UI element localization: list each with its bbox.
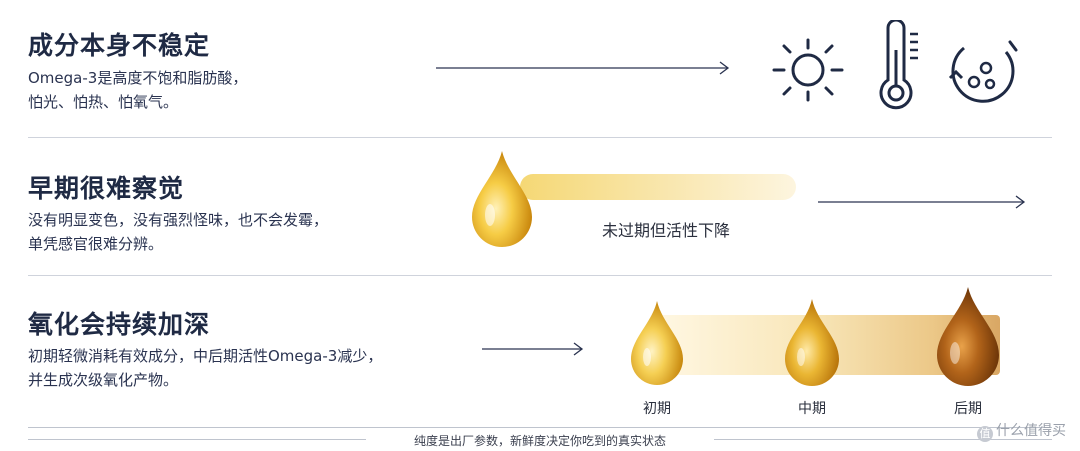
section-desc-line2: 单凭感官很难分辨。 bbox=[28, 235, 164, 253]
site-watermark: 值什么值得买 bbox=[977, 420, 1066, 442]
section-unstable: 成分本身不稳定 Omega-3是高度不饱和脂肪酸， 怕光、怕热、怕氧气。 bbox=[0, 0, 1080, 137]
stage-label-early: 初期 bbox=[643, 401, 671, 417]
section-desc-line1: 初期轻微消耗有效成分，中后期活性Omega-3减少， bbox=[28, 347, 383, 365]
section-oxidation: 氧化会持续加深 初期轻微消耗有效成分，中后期活性Omega-3减少， 并生成次级… bbox=[0, 275, 1080, 425]
stage-label-late: 后期 bbox=[954, 401, 982, 417]
watermark-badge: 值 bbox=[977, 426, 993, 442]
section-desc-line1: Omega-3是高度不饱和脂肪酸， bbox=[28, 69, 248, 87]
bar-label: 未过期但活性下降 bbox=[602, 221, 731, 240]
arrow-right-icon bbox=[436, 61, 732, 75]
oil-drop-mid-icon bbox=[782, 297, 842, 393]
section-divider bbox=[28, 275, 1052, 276]
oil-drop-early-icon bbox=[628, 299, 686, 393]
section-title: 成分本身不稳定 bbox=[28, 31, 211, 60]
section-hard-to-notice: 早期很难察觉 没有明显变色，没有强烈怪味，也不会发霉， 单凭感官很难分辨。 未过… bbox=[0, 137, 1080, 275]
oil-drop-late-icon bbox=[934, 285, 1002, 393]
section-title: 氧化会持续加深 bbox=[28, 310, 211, 339]
arrow-right-icon bbox=[482, 342, 586, 356]
stage-label-mid: 中期 bbox=[798, 401, 826, 417]
section-desc-line1: 没有明显变色，没有强烈怪味，也不会发霉， bbox=[28, 211, 329, 229]
thermometer-icon bbox=[872, 18, 924, 120]
section-desc-line2: 怕光、怕热、怕氧气。 bbox=[28, 93, 179, 111]
footer-divider-right bbox=[714, 439, 1052, 440]
arrow-right-icon bbox=[818, 195, 1028, 209]
watermark-text: 什么值得买 bbox=[996, 423, 1066, 439]
footer-note: 纯度是出厂参数，新鲜度决定你吃到的真实状态 bbox=[413, 434, 666, 448]
section-title: 早期很难察觉 bbox=[28, 174, 185, 203]
footer-divider-top bbox=[28, 427, 1052, 428]
oil-drop-icon bbox=[468, 149, 536, 255]
oxygen-bubbles-icon bbox=[944, 38, 1024, 114]
footer-divider-left bbox=[28, 439, 366, 440]
section-divider bbox=[28, 137, 1052, 138]
section-desc-line2: 并生成次级氧化产物。 bbox=[28, 371, 179, 389]
activity-decline-bar bbox=[520, 174, 796, 200]
sun-icon bbox=[768, 36, 848, 108]
